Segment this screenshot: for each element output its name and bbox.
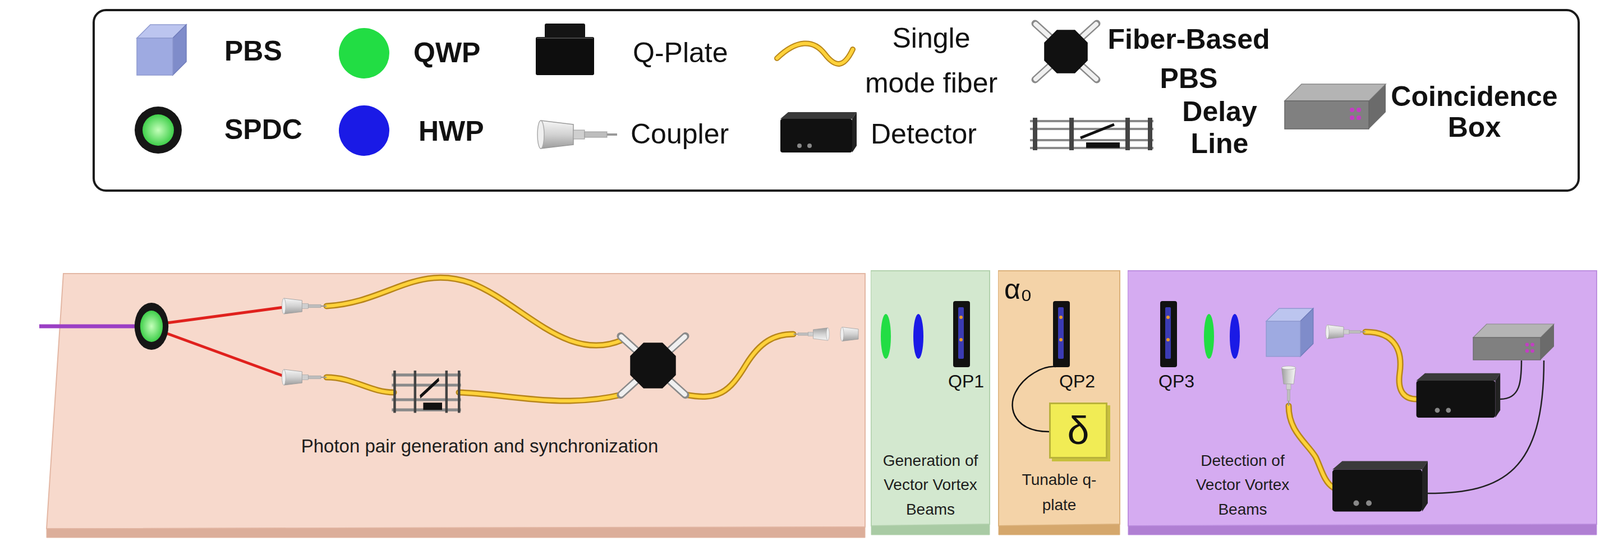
hwp-plate: [1229, 314, 1240, 360]
stage-panel: Detection of Vector Vortex Beams: [1127, 270, 1598, 536]
coincidence-icon: [1284, 84, 1386, 130]
stage-panel: Photon pair generation and synchronizati…: [46, 273, 866, 539]
panel-side: [998, 524, 1120, 536]
panel-top: [870, 270, 990, 527]
fiber-icon: [776, 43, 853, 64]
panel-side: [871, 524, 990, 536]
panel-surface: [46, 273, 866, 539]
panel-top: [46, 273, 866, 530]
coincidence-box: [1473, 324, 1554, 361]
coupler-icon: [537, 120, 618, 149]
signal-cable: [1427, 360, 1544, 494]
spdc-icon: [134, 106, 182, 154]
legend-label: Single mode fiber: [857, 15, 1005, 106]
fiber-pbs-icon: [1035, 23, 1097, 80]
control-box: δ: [1049, 402, 1108, 459]
detector: [1416, 373, 1501, 418]
qplate-plate: [1053, 301, 1070, 368]
parameter-symbol: δ: [1067, 411, 1090, 451]
panel-surface: [1127, 270, 1598, 536]
qwp-plate: [880, 314, 891, 360]
pump-beam: [39, 324, 142, 329]
legend-label: Fiber-Based PBS: [1099, 19, 1279, 99]
part-label: QP1: [948, 371, 985, 393]
legend-label: Delay Line: [1171, 95, 1268, 161]
legend-swatch: [338, 105, 390, 156]
coupler-lens: [840, 327, 859, 342]
panel-caption: Detection of Vector Vortex Beams: [1189, 448, 1296, 522]
legend-frame: [93, 10, 1579, 191]
panel-top: [1127, 270, 1597, 527]
pbs-cube: [1266, 308, 1314, 357]
qplate-plate: [1160, 301, 1177, 368]
coupler: [1325, 325, 1366, 340]
legend-label: PBS: [224, 35, 283, 68]
hwp-plate: [913, 314, 924, 360]
control-wire: [1012, 366, 1056, 432]
photon-beam: [150, 307, 284, 326]
parameter-label: α₀: [1004, 273, 1033, 307]
detector: [1332, 461, 1428, 513]
legend-label: Coupler: [630, 118, 729, 151]
fiber-outline: [326, 277, 1417, 489]
spdc-crystal: [134, 302, 169, 351]
coupler: [282, 369, 328, 386]
coupler: [1281, 366, 1296, 407]
legend-label: SPDC: [224, 113, 303, 147]
legend-label: QWP: [413, 37, 481, 70]
coupler: [793, 328, 830, 342]
part-label: QP3: [1158, 371, 1195, 393]
legend-swatch: [338, 28, 390, 79]
fiber-pbs: [620, 336, 686, 396]
signal-cable: [1500, 360, 1522, 400]
panel-caption: Tunable q-plate: [1010, 467, 1108, 519]
qplate-icon: [535, 23, 595, 76]
photon-beam: [150, 327, 284, 377]
part-label: QP2: [1059, 371, 1096, 393]
legend-label: HWP: [418, 115, 485, 149]
delay-line-icon: [1030, 117, 1154, 151]
fiber-icon: [776, 43, 853, 64]
legend-label: Coincidence Box: [1381, 81, 1567, 144]
legend-label: Q-Plate: [632, 37, 729, 70]
qplate-plate: [953, 301, 970, 368]
stage-panel: Tunable q-plate δ: [998, 270, 1121, 536]
delay-line: [391, 370, 461, 413]
panel-top: [998, 270, 1120, 527]
pbs-icon: [136, 24, 187, 76]
legend-label: Detector: [870, 118, 977, 151]
single-mode-fiber: [326, 277, 1417, 489]
panel-caption: Generation of Vector Vortex Beams: [876, 448, 985, 522]
stage-panel: Generation of Vector Vortex Beams: [870, 270, 991, 536]
panel-side: [46, 527, 866, 539]
detector-icon: [780, 112, 857, 153]
coupler: [282, 298, 328, 315]
panel-side: [1128, 524, 1597, 536]
qwp-plate: [1203, 314, 1215, 360]
panel-caption: Photon pair generation and synchronizati…: [214, 434, 746, 459]
panel-surface: [870, 270, 991, 536]
